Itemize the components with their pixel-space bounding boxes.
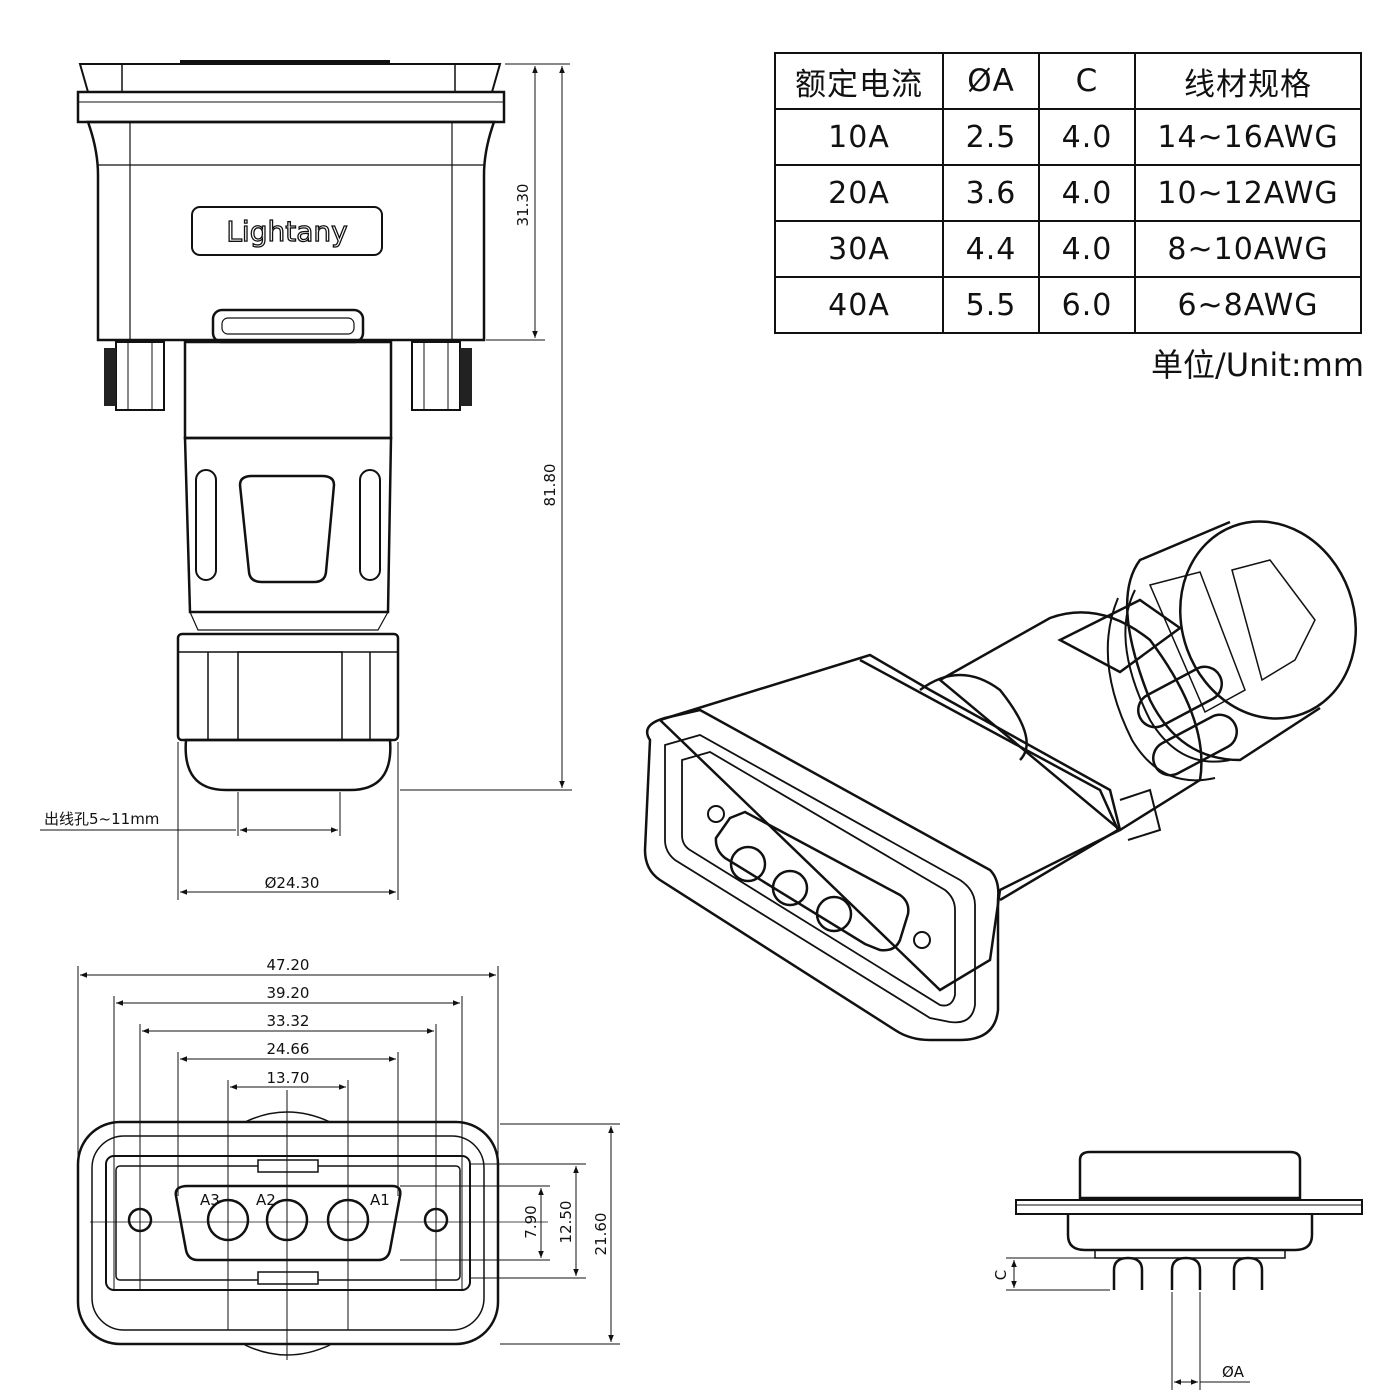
- dim-height-total: 81.80: [541, 464, 559, 507]
- cell-wire: 6~8AWG: [1134, 276, 1362, 334]
- iso-nut-back: [1178, 520, 1358, 720]
- isometric-view: [643, 520, 1358, 1042]
- cell-c: 4.0: [1038, 108, 1136, 166]
- table-row: 30A 4.4 4.0 8~10AWG: [774, 220, 1362, 278]
- housing: [86, 120, 496, 342]
- iso-dsub: [714, 810, 910, 952]
- col-header-current: 额定电流: [774, 52, 944, 110]
- cell-wire: 14~16AWG: [1134, 108, 1362, 166]
- cell-c: 4.0: [1038, 220, 1136, 278]
- front-frame: [105, 1155, 471, 1291]
- dim-width-3: 33.32: [267, 1012, 310, 1030]
- pin-label-a3: A3: [200, 1191, 220, 1209]
- flange: [76, 90, 506, 124]
- top-cap: [78, 63, 502, 93]
- pin-label-a1: A1: [370, 1191, 390, 1209]
- front-flange: [76, 1120, 500, 1346]
- cell-wire: 10~12AWG: [1134, 164, 1362, 222]
- iso-neck: [919, 673, 1028, 761]
- dim-width-4: 24.66: [267, 1040, 310, 1058]
- dim-width-1: 47.20: [267, 956, 310, 974]
- front-view: A3 A2 A1 47.20 39.20 33.32 24.66 13.70 7…: [76, 956, 620, 1360]
- side-view: Lightany: [40, 60, 572, 900]
- iso-pin-1: [729, 845, 767, 883]
- iso-housing: [657, 653, 1122, 992]
- spec-table-header: 额定电流 ØA C 线材规格: [774, 52, 1362, 110]
- unit-note: 单位/Unit:mm: [1150, 346, 1364, 384]
- brand-logo-box: [191, 206, 383, 256]
- table-row: 10A 2.5 4.0 14~16AWG: [774, 108, 1362, 166]
- dim-diameter: Ø24.30: [265, 874, 320, 892]
- screw-left: [104, 341, 165, 411]
- neck: [183, 340, 393, 440]
- dsub-shell: [174, 1184, 402, 1262]
- spec-table: 额定电流 ØA C 线材规格 10A 2.5 4.0 14~16AWG 20A …: [774, 52, 1362, 334]
- cable-seal: [184, 738, 392, 792]
- screw-right: [411, 341, 472, 411]
- col-header-diameter: ØA: [942, 52, 1040, 110]
- cell-current: 20A: [774, 164, 944, 222]
- iso-nut: [1125, 520, 1321, 762]
- table-row: 20A 3.6 4.0 10~12AWG: [774, 164, 1362, 222]
- iso-front-frame: [643, 708, 1000, 1042]
- top-cap-rib: [180, 60, 390, 65]
- detail-pin-3: [1232, 1256, 1264, 1290]
- detail-pin-2: [1170, 1256, 1202, 1290]
- cell-diameter: 5.5: [942, 276, 1040, 334]
- grip-pad: [238, 474, 336, 584]
- dim-cable-hole: 出线孔5~11mm: [44, 810, 159, 828]
- dim-width-5: 13.70: [267, 1069, 310, 1087]
- cell-current: 30A: [774, 220, 944, 278]
- col-header-wire: 线材规格: [1134, 52, 1362, 110]
- dim-height-2: 12.50: [557, 1201, 575, 1244]
- iso-screw-1: [707, 805, 725, 823]
- cell-diameter: 4.4: [942, 220, 1040, 278]
- dim-height-3: 21.60: [592, 1213, 610, 1256]
- dim-height-1: 7.90: [522, 1205, 540, 1238]
- cell-c: 6.0: [1038, 276, 1136, 334]
- cell-wire: 8~10AWG: [1134, 220, 1362, 278]
- dim-height-top: 31.30: [514, 184, 532, 227]
- col-header-c: C: [1038, 52, 1136, 110]
- dim-width-2: 39.20: [267, 984, 310, 1002]
- table-row: 40A 5.5 6.0 6~8AWG: [774, 276, 1362, 334]
- detail-top: [1078, 1150, 1302, 1200]
- detail-view: C ØA: [992, 1150, 1363, 1390]
- iso-screw-2: [913, 931, 931, 949]
- cell-diameter: 3.6: [942, 164, 1040, 222]
- brand-logo: Lightany: [226, 215, 347, 248]
- pin-label-a2: A2: [256, 1191, 276, 1209]
- cell-c: 4.0: [1038, 164, 1136, 222]
- cell-current: 10A: [774, 108, 944, 166]
- detail-pin-1: [1112, 1256, 1144, 1290]
- detail-body: [1066, 1214, 1314, 1252]
- detail-c-label: C: [992, 1270, 1010, 1280]
- cell-diameter: 2.5: [942, 108, 1040, 166]
- cell-current: 40A: [774, 276, 944, 334]
- iso-pin-3: [815, 895, 853, 933]
- latch: [211, 308, 365, 344]
- iso-pin-2: [771, 869, 809, 907]
- cable-nut: [176, 632, 400, 742]
- detail-plate: [1015, 1199, 1363, 1215]
- detail-a-label: ØA: [1222, 1363, 1245, 1381]
